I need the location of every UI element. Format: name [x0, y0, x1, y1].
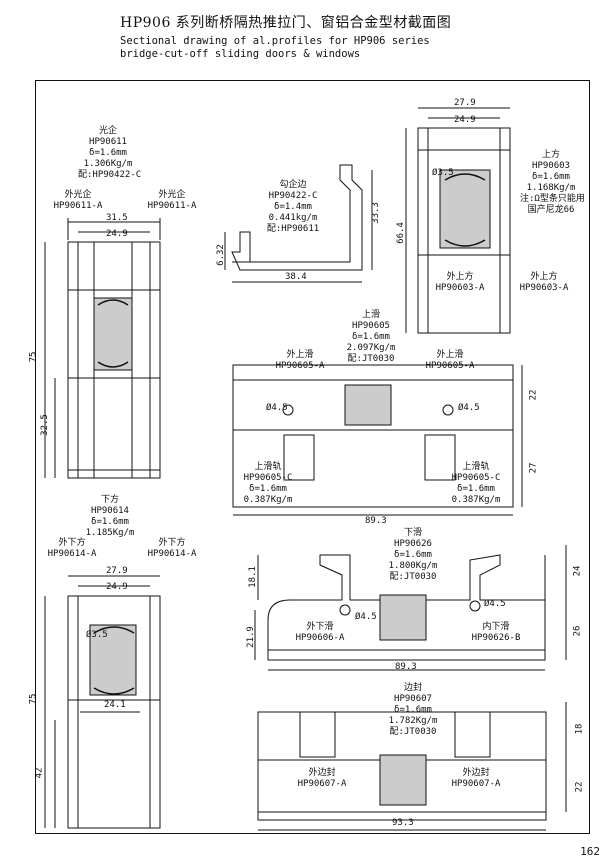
shanghua-label: 上滑 HP90605 δ=1.6mm 2.097Kg/m 配:JT0030: [346, 310, 396, 364]
wai-bianfeng-right-label: 外边封 HP90607-A: [451, 768, 501, 789]
gouqibian-label: 勾企边 HP90422-C δ=1.4mm 0.441kg/m 配:HP9061…: [266, 180, 320, 234]
guangqi-dim-lines: [44, 218, 161, 478]
dim-xiahua-h1: 18.1: [247, 566, 258, 588]
dim-xiahua-h4: 26: [572, 625, 583, 637]
wai-shangfang-right-label: 外上方 HP90603-A: [519, 272, 569, 293]
shanghuagui-right-label: 上滑轨 HP90605-C δ=1.6mm 0.387Kg/m: [451, 462, 501, 505]
xiafang-profile: [67, 595, 161, 829]
wai-shangfang-left-label: 外上方 HP90603-A: [435, 272, 485, 293]
xiahua-profile: [267, 554, 546, 661]
dim-shanghua-h2: 27: [528, 462, 539, 474]
wai-xiahua-label: 外下滑 HP90606-A: [295, 622, 345, 643]
wai-xiafang-right-label: 外下方 HP90614-A: [147, 538, 197, 559]
dim-gouqi-w: 38.4: [285, 272, 307, 282]
dim-xiafang-h2: 42: [34, 767, 45, 779]
shanghua-dim-lines: [233, 365, 523, 516]
wai-shanghua-right-label: 外上滑 HP90605-A: [425, 350, 475, 371]
nei-xiahua-label: 内下滑 HP90626-B: [471, 622, 521, 643]
dim-xiahua-h2: 21.9: [245, 626, 256, 648]
xiahua-label: 下滑 HP90626 δ=1.6mm 1.800Kg/m 配:JT0030: [388, 528, 438, 582]
dim-xiafang-w1: 27.9: [106, 566, 128, 576]
dim-bianfeng-w: 93.3: [392, 818, 414, 828]
dim-xiahua-w: 89.3: [395, 662, 417, 672]
dim-guangqi-h2: 32.5: [39, 414, 50, 436]
xiafang-dim-lines: [44, 575, 160, 828]
dim-shanghua-h1: 22: [528, 389, 539, 401]
dim-shangfang-d: Ø3.5: [432, 168, 454, 178]
shanghuagui-left-label: 上滑轨 HP90605-C δ=1.6mm 0.387Kg/m: [243, 462, 293, 505]
dim-xiafang-w2: 24.9: [106, 582, 128, 592]
dim-bianfeng-h1: 18: [574, 723, 585, 735]
dim-shangfang-h: 66.4: [395, 222, 406, 244]
wai-xiafang-left-label: 外下方 HP90614-A: [47, 538, 97, 559]
bianfeng-dim-lines: [258, 702, 567, 831]
dim-shangfang-w1: 27.9: [454, 98, 476, 108]
dim-shanghua-w: 89.3: [365, 516, 387, 526]
dim-shanghua-d2: Ø4.5: [458, 403, 480, 413]
guangqi-profile: [67, 241, 161, 479]
dim-guangqi-w1: 31.5: [106, 213, 128, 223]
drawing-frame: [35, 80, 590, 834]
page-title: HP906 系列断桥隔热推拉门、窗铝合金型材截面图: [120, 15, 452, 31]
bianfeng-label: 边封 HP90607 δ=1.6mm 1.782Kg/m 配:JT0030: [388, 683, 438, 737]
xiafang-label: 下方 HP90614 δ=1.6mm 1.185Kg/m: [85, 495, 135, 538]
wai-shanghua-left-label: 外上滑 HP90605-A: [275, 350, 325, 371]
dim-gouqi-h2: 6.32: [215, 244, 226, 266]
dim-guangqi-h1: 75: [28, 351, 39, 363]
guangqi-label: 光企 HP90611 δ=1.6mm 1.306Kg/m 配:HP90422-C: [78, 126, 142, 180]
dim-xiahua-d2: Ø4.5: [484, 599, 506, 609]
header: HP906 系列断桥隔热推拉门、窗铝合金型材截面图 Sectional draw…: [120, 12, 451, 60]
subtitle-line-2: bridge-cut-off sliding doors & windows: [120, 48, 361, 60]
dim-bianfeng-h2: 22: [574, 781, 585, 793]
subtitle-line-1: Sectional drawing of al.profiles for HP9…: [120, 35, 430, 47]
gouqibian-dim-lines: [224, 170, 373, 283]
dim-shanghua-d1: Ø4.5: [266, 403, 288, 413]
dim-xiafang-d: Ø3.5: [86, 630, 108, 640]
shangfang-label: 上方 HP90603 δ=1.6mm 1.168Kg/m 注:Ω型条只能用 国产…: [520, 150, 585, 215]
wai-guangqi-right-label: 外光企 HP90611-A: [147, 190, 197, 211]
bianfeng-profile: [257, 711, 547, 821]
dim-xiahua-h3: 24: [572, 565, 583, 577]
wai-bianfeng-left-label: 外边封 HP90607-A: [297, 768, 347, 789]
gouqibian-profile: [231, 164, 363, 271]
dim-xiafang-w3: 24.1: [104, 700, 126, 710]
dim-guangqi-w2: 24.9: [106, 229, 128, 239]
shangfang-dim-lines: [405, 107, 510, 333]
shanghua-profile: [232, 364, 514, 508]
shangfang-profile: [417, 127, 511, 334]
dim-xiafang-h1: 75: [28, 693, 39, 705]
xiahua-dim-lines: [254, 545, 567, 671]
page-number: 162: [580, 845, 600, 858]
dim-xiahua-d1: Ø4.5: [355, 612, 377, 622]
dim-shangfang-w2: 24.9: [454, 115, 476, 125]
dim-gouqi-h1: 33.3: [370, 202, 381, 224]
wai-guangqi-left-label: 外光企 HP90611-A: [53, 190, 103, 211]
